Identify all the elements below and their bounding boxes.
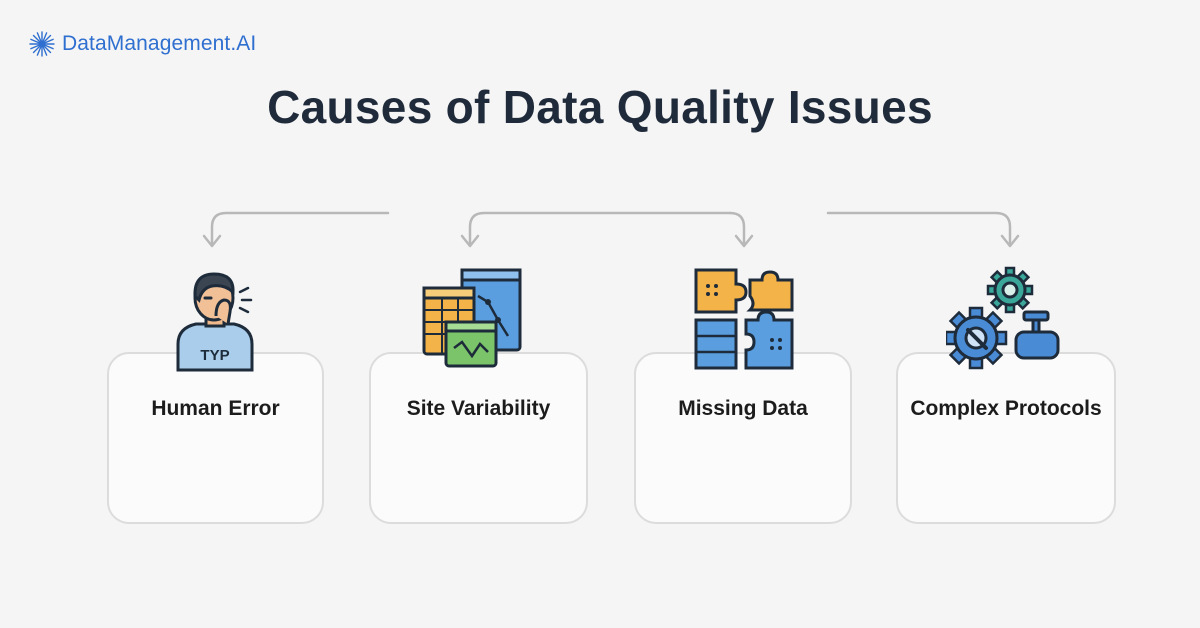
connector-arrow-2	[468, 211, 732, 246]
connector-arrow-1	[210, 211, 390, 246]
gears-icon	[946, 266, 1060, 370]
typing-person-icon: TYP	[176, 272, 254, 372]
page-title: Causes of Data Quality Issues	[267, 81, 933, 133]
brand-logo: DataManagement.AI	[28, 30, 256, 58]
cause-card-complex-protocols: Complex Protocols	[896, 352, 1116, 524]
cause-card-site-variability: Site Variability	[369, 352, 588, 524]
brand-name: DataManagement.AI	[62, 32, 257, 55]
cause-card-human-error: Human Error	[107, 352, 324, 524]
connector-arrow-3	[826, 211, 1012, 246]
cause-label: Site Variability	[406, 397, 551, 420]
cause-label: Complex Protocols	[910, 397, 1102, 420]
data-sheets-icon	[422, 268, 522, 368]
cause-label: Missing Data	[678, 397, 808, 420]
puzzle-pieces-icon	[694, 268, 794, 370]
cause-label: Human Error	[151, 397, 280, 420]
cause-card-missing-data: Missing Data	[634, 352, 852, 524]
sunburst-logo-icon	[29, 31, 55, 57]
shirt-text: TYP	[200, 347, 229, 364]
